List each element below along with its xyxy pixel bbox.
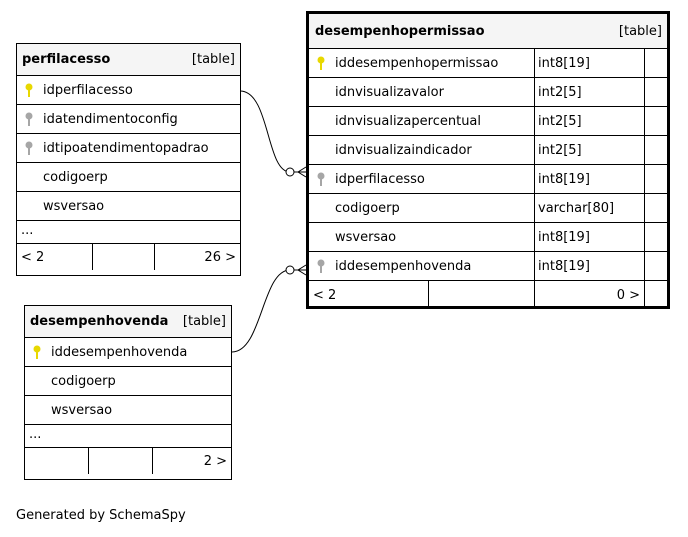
column-spacer [645, 252, 667, 280]
footer-spacer [89, 448, 153, 474]
column-row[interactable]: iddesempenhovenda int8[19] [309, 252, 667, 281]
column-name: wsversao [309, 223, 535, 251]
edge-optional-marker [285, 265, 295, 275]
table-footer: < 2 0 > [309, 281, 667, 309]
edge-crowfoot [297, 166, 307, 178]
column-type: int8[19] [535, 223, 645, 251]
column-spacer [645, 136, 667, 164]
edge-perfilacesso-to-desempenhopermissao [239, 90, 306, 173]
column-type: int2[5] [535, 136, 645, 164]
table-desempenhopermissao[interactable]: desempenhopermissao [table] iddesempenho… [306, 11, 670, 309]
column-spacer [645, 223, 667, 251]
column-name: idnvisualizaindicador [309, 136, 535, 164]
column-name: iddesempenhovenda [51, 344, 188, 360]
column-row[interactable]: codigoerp varchar[80] [309, 194, 667, 223]
children-count-link[interactable]: 0 > [535, 281, 645, 309]
column-row[interactable]: idatendimentoconfig [17, 105, 240, 134]
table-footer: 2 > [25, 448, 231, 474]
column-row[interactable]: idnvisualizavalor int2[5] [309, 78, 667, 107]
column-name: idnvisualizavalor [309, 78, 535, 106]
column-name: iddesempenhovenda [309, 252, 535, 280]
column-type: int8[19] [535, 165, 645, 193]
column-name: iddesempenhopermissao [309, 49, 535, 77]
parents-count-link[interactable]: < 2 [309, 281, 429, 309]
column-type: int2[5] [535, 78, 645, 106]
column-spacer [645, 194, 667, 222]
column-row[interactable]: codigoerp [25, 367, 231, 396]
table-desempenhovenda[interactable]: desempenhovenda [table] iddesempenhovend… [24, 305, 232, 480]
column-type: int8[19] [535, 252, 645, 280]
column-type: int2[5] [535, 107, 645, 135]
edge-crowfoot [297, 264, 307, 276]
column-name: codigoerp [51, 373, 116, 389]
parents-count-link[interactable] [25, 448, 89, 474]
table-perfilacesso[interactable]: perfilacesso [table] idperfilacesso idat… [16, 43, 241, 276]
column-row[interactable]: wsversao [17, 192, 240, 221]
table-type-label: [table] [191, 52, 235, 67]
children-count-link[interactable]: 2 > [203, 453, 227, 469]
column-type: varchar[80] [535, 194, 645, 222]
column-spacer [645, 165, 667, 193]
children-count-link[interactable]: 26 > [204, 249, 236, 265]
table-name: desempenhovenda [30, 314, 169, 329]
column-row[interactable]: idperfilacesso int8[19] [309, 165, 667, 194]
column-name: idperfilacesso [43, 82, 133, 98]
foreign-key-icon [317, 172, 325, 186]
column-row[interactable]: wsversao [25, 396, 231, 425]
generator-caption: Generated by SchemaSpy [16, 508, 186, 523]
foreign-key-icon [25, 141, 33, 155]
primary-key-icon [25, 83, 33, 97]
foreign-key-icon [317, 259, 325, 273]
column-row[interactable]: codigoerp [17, 163, 240, 192]
column-row[interactable]: idnvisualizaindicador int2[5] [309, 136, 667, 165]
table-type-label: [table] [618, 23, 662, 39]
footer-spacer [429, 281, 535, 309]
column-row[interactable]: idtipoatendimentopadrao [17, 134, 240, 163]
parents-count-link[interactable]: < 2 [17, 244, 93, 270]
column-row[interactable]: idnvisualizapercentual int2[5] [309, 107, 667, 136]
column-name: idnvisualizapercentual [309, 107, 535, 135]
column-row[interactable]: iddesempenhopermissao int8[19] [309, 49, 667, 78]
table-name: perfilacesso [22, 52, 111, 67]
column-name: wsversao [43, 198, 105, 214]
table-header: desempenhovenda [table] [25, 306, 231, 338]
footer-spacer [93, 244, 155, 270]
column-spacer [645, 49, 667, 77]
primary-key-icon [317, 56, 325, 70]
foreign-key-icon [25, 112, 33, 126]
primary-key-icon [33, 345, 41, 359]
column-row[interactable]: idperfilacesso [17, 76, 240, 105]
column-name: wsversao [51, 402, 113, 418]
more-columns-indicator: ... [25, 425, 231, 448]
column-type: int8[19] [535, 49, 645, 77]
table-header: perfilacesso [table] [17, 44, 240, 76]
table-name: desempenhopermissao [315, 23, 485, 39]
edge-optional-marker [285, 167, 295, 177]
column-row[interactable]: iddesempenhovenda [25, 338, 231, 367]
column-name: codigoerp [309, 194, 535, 222]
column-spacer [645, 107, 667, 135]
column-spacer [645, 78, 667, 106]
table-footer: < 2 26 > [17, 244, 240, 270]
column-name: codigoerp [43, 169, 108, 185]
more-columns-indicator: ... [17, 221, 240, 244]
footer-spacer [645, 281, 667, 309]
column-name: idperfilacesso [309, 165, 535, 193]
column-name: idtipoatendimentopadrao [43, 140, 209, 156]
edge-desempenhovenda-to-desempenhopermissao [231, 269, 306, 353]
column-name: idatendimentoconfig [43, 111, 178, 127]
table-header: desempenhopermissao [table] [309, 14, 667, 49]
table-type-label: [table] [182, 314, 226, 329]
column-row[interactable]: wsversao int8[19] [309, 223, 667, 252]
